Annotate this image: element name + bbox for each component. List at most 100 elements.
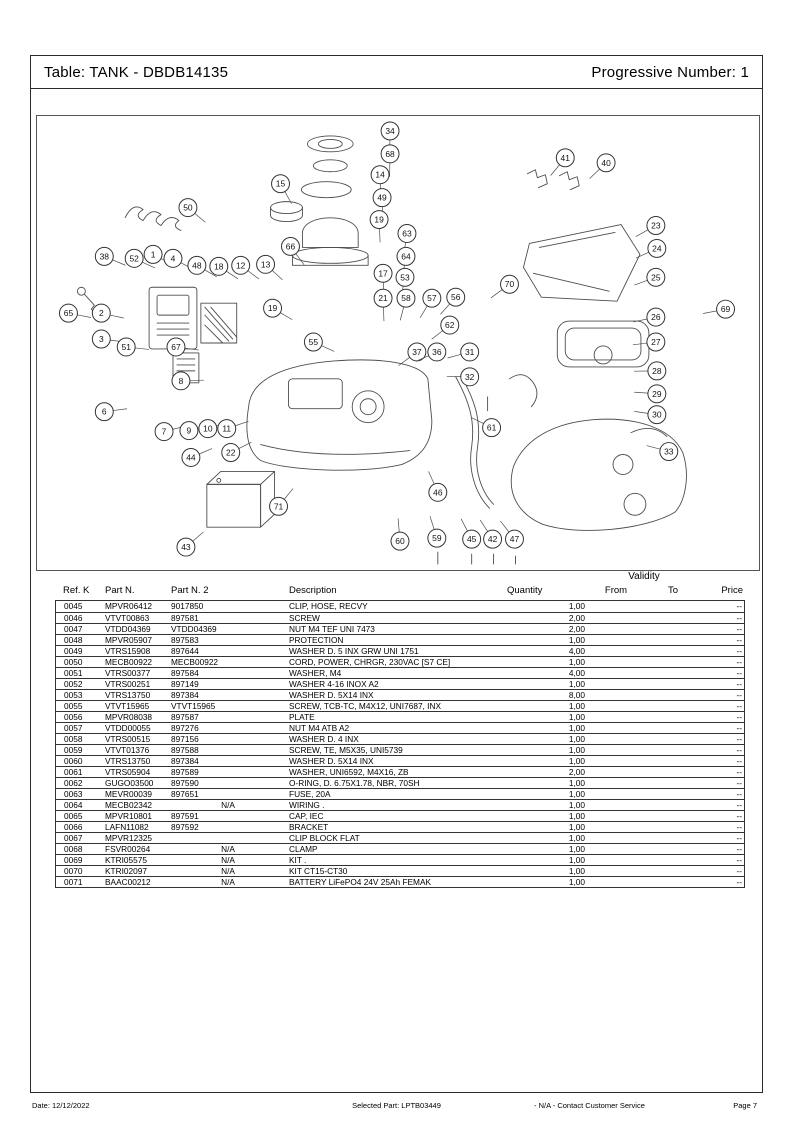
table-cell: 1,00	[568, 657, 585, 667]
svg-text:69: 69	[721, 304, 731, 314]
table-cell	[169, 833, 287, 843]
table-cell: MPVR06412	[105, 601, 153, 611]
svg-text:47: 47	[510, 534, 520, 544]
diagram-callout: 62	[440, 315, 460, 335]
table-cell	[587, 635, 645, 645]
diagram-callout: 22	[221, 443, 241, 462]
diagram-callout: 28	[647, 361, 667, 381]
diagram-callout: 21	[373, 288, 393, 308]
col-header-from: From	[604, 585, 628, 596]
table-cell: SCREW, TE, M5X35, UNI5739	[289, 745, 403, 755]
diagram-callout: 52	[124, 248, 144, 268]
table-cell: 0071	[64, 877, 83, 887]
svg-text:50: 50	[183, 203, 193, 213]
table-cell: --	[736, 635, 742, 645]
table-cell: --	[736, 833, 742, 843]
table-cell: 1,00	[568, 822, 585, 832]
diagram-callout: 65	[58, 303, 78, 323]
table-cell	[645, 877, 701, 887]
diagram-callout: 29	[647, 384, 667, 404]
diagram-callout: 48	[187, 255, 207, 275]
table-cell: 897276	[171, 723, 199, 733]
table-cell: VTRS05904	[105, 767, 151, 777]
diagram-artwork	[76, 135, 687, 565]
table-cell: 0063	[64, 789, 83, 799]
table-cell: N/A	[221, 800, 235, 810]
table-cell: CAP, IEC	[289, 811, 324, 821]
table-cell	[587, 668, 645, 678]
table-cell: 897651	[171, 789, 199, 799]
table-cell: WASHER D. 5X14 INX	[289, 756, 374, 766]
diagram-callout: 59	[427, 528, 447, 548]
table-cell: --	[736, 624, 742, 634]
table-cell: --	[736, 756, 742, 766]
footer-na-note: - N/A - Contact Customer Service	[534, 1101, 645, 1110]
svg-text:48: 48	[192, 260, 202, 270]
diagram-callout: 42	[483, 529, 503, 549]
table-cell: CLIP BLOCK FLAT	[289, 833, 360, 843]
svg-text:56: 56	[451, 292, 461, 302]
diagram-callout: 43	[176, 537, 196, 557]
table-cell: N/A	[221, 877, 235, 887]
diagram-callout: 67	[166, 337, 186, 357]
table-cell	[645, 745, 701, 755]
table-cell: VTVT01376	[105, 745, 150, 755]
svg-text:29: 29	[652, 389, 662, 399]
table-cell: --	[736, 800, 742, 810]
svg-text:71: 71	[274, 501, 284, 511]
table-cell: 0070	[64, 866, 83, 876]
table-cell	[587, 778, 645, 788]
progressive-number-label: Progressive Number: 1	[591, 63, 749, 81]
table-cell: WASHER D. 5 INX GRW UNI 1751	[289, 646, 419, 656]
table-cell: 4,00	[568, 646, 585, 656]
svg-text:44: 44	[186, 452, 196, 462]
table-cell: --	[736, 855, 742, 865]
svg-text:2: 2	[99, 308, 104, 318]
table-cell	[587, 844, 645, 854]
table-cell: 0065	[64, 811, 83, 821]
table-cell: 2,00	[568, 613, 585, 623]
table-cell	[587, 866, 645, 876]
table-cell: 1,00	[568, 745, 585, 755]
table-cell: SCREW, TCB-TC, M4X12, UNI7687, INX	[289, 701, 441, 711]
table-cell: VTVT00863	[105, 613, 150, 623]
table-cell: VTRS00515	[105, 734, 151, 744]
table-cell: N/A	[221, 855, 235, 865]
svg-text:40: 40	[601, 158, 611, 168]
table-cell: 1,00	[568, 877, 585, 887]
table-cell: --	[736, 601, 742, 611]
svg-text:7: 7	[162, 427, 167, 437]
table-cell	[645, 822, 701, 832]
table-cell: --	[736, 679, 742, 689]
svg-text:61: 61	[487, 423, 497, 433]
table-cell	[587, 712, 645, 722]
table-cell	[645, 657, 701, 667]
svg-text:53: 53	[400, 272, 410, 282]
table-cell: --	[736, 690, 742, 700]
svg-text:59: 59	[432, 533, 442, 543]
diagram-callout: 58	[396, 288, 416, 308]
table-cell	[645, 800, 701, 810]
table-cell	[587, 701, 645, 711]
table-cell: VTRS13750	[105, 690, 151, 700]
table-cell: KTRI02097	[105, 866, 147, 876]
svg-text:52: 52	[129, 253, 139, 263]
svg-text:4: 4	[171, 253, 176, 263]
table-cell: 2,00	[568, 767, 585, 777]
svg-text:10: 10	[203, 424, 213, 434]
diagram-callout: 71	[269, 496, 288, 516]
svg-text:57: 57	[427, 293, 437, 303]
table-cell: WASHER D. 4 INX	[289, 734, 359, 744]
table-cell: 897384	[171, 756, 199, 766]
svg-text:9: 9	[187, 426, 192, 436]
table-cell: MECB02342	[105, 800, 153, 810]
table-cell	[587, 767, 645, 777]
table-cell: --	[736, 822, 742, 832]
svg-text:63: 63	[402, 228, 412, 238]
table-cell: MPVR12325	[105, 833, 153, 843]
diagram-callout: 3	[91, 329, 111, 349]
